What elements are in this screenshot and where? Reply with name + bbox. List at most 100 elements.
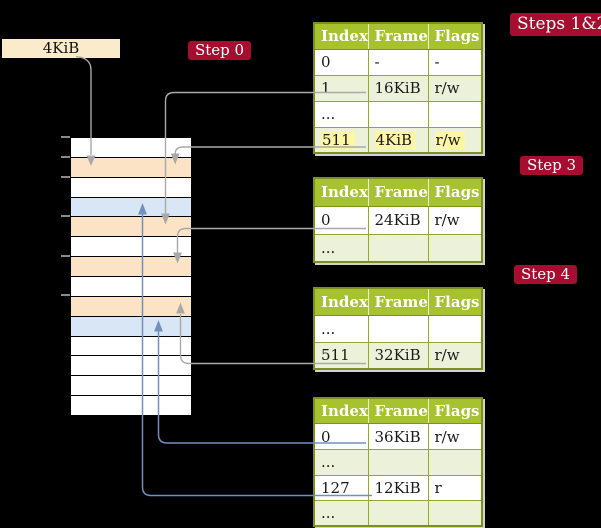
address-tick — [61, 136, 70, 138]
highlighted-value: 4KiB — [374, 130, 417, 149]
table-cell: r/w — [427, 126, 483, 154]
table-cell: 36KiB — [367, 423, 429, 450]
column-header: Index — [314, 288, 368, 316]
memory-cell-blue — [71, 196, 191, 217]
physical-memory-column — [70, 137, 192, 416]
table-cell — [427, 448, 483, 476]
memory-cell-white — [71, 335, 191, 356]
table-cell: 0 — [313, 205, 369, 235]
column-header: Index — [314, 398, 368, 425]
table-row: ... — [313, 314, 483, 343]
table-cell: 4KiB — [367, 126, 429, 154]
table-cell: r/w — [427, 205, 483, 235]
memory-cell-white — [71, 375, 191, 396]
step-label-3: Step 3 — [520, 156, 584, 175]
column-header: Index — [314, 23, 368, 50]
table-cell: r/w — [427, 423, 483, 450]
table-cell: r — [427, 474, 483, 502]
table-cell: 0 — [313, 48, 369, 76]
column-header: Flags — [427, 288, 482, 316]
table-cell: 16KiB — [367, 74, 429, 102]
memory-cell-white — [71, 276, 191, 296]
step-label-1-2: Steps 1&2 — [510, 13, 601, 36]
column-header: Frame — [367, 398, 428, 425]
table-cell: 32KiB — [367, 341, 429, 370]
table-cell: ... — [313, 500, 369, 527]
table-cell: 511 — [313, 341, 369, 370]
table-cell: r/w — [427, 341, 483, 370]
table-cell: 0 — [313, 423, 369, 450]
memory-cell-peach — [71, 216, 191, 237]
table-cell — [427, 314, 483, 343]
table-cell: r/w — [427, 74, 483, 102]
column-header: Flags — [427, 23, 482, 50]
table-row: ... — [313, 500, 483, 527]
memory-cell-peach — [71, 156, 191, 177]
table-cell: 511 — [313, 126, 369, 154]
address-tick — [61, 255, 70, 257]
memory-cell-white — [71, 236, 191, 257]
table-cell — [367, 314, 429, 343]
memory-cell-peach — [71, 295, 191, 316]
column-header: Frame — [367, 178, 428, 207]
memory-cell-blue — [71, 315, 191, 336]
table-cell — [367, 448, 429, 476]
table-cell: ... — [313, 448, 369, 476]
table-cell: - — [367, 48, 429, 76]
table-cell: ... — [313, 100, 369, 128]
table-cell: 24KiB — [367, 205, 429, 235]
column-header: Frame — [367, 288, 428, 316]
table-cell: - — [427, 48, 483, 76]
table-row: 0-- — [313, 48, 483, 76]
memory-cell-white — [71, 176, 191, 197]
table-cell: 12KiB — [367, 474, 429, 502]
column-header: Flags — [427, 178, 482, 207]
table-cell: 1 — [313, 74, 369, 102]
address-tick — [61, 215, 70, 217]
column-header: Flags — [427, 398, 482, 425]
table-row: ... — [313, 448, 483, 476]
highlighted-value: r/w — [434, 130, 465, 149]
table-row: 511 4KiB r/w — [313, 126, 483, 154]
table-cell — [367, 100, 429, 128]
step-label-4: Step 4 — [514, 265, 578, 284]
table-cell: ... — [313, 314, 369, 343]
address-tick — [61, 294, 70, 296]
table-cell — [367, 500, 429, 527]
address-tick — [61, 176, 70, 178]
table-row: ... — [313, 100, 483, 128]
step-label-0: Step 0 — [188, 41, 252, 60]
table-cell: ... — [313, 233, 369, 263]
memory-cell-peach — [71, 256, 191, 277]
frame-address-box: 4KiB — [2, 39, 120, 58]
column-header: Index — [314, 178, 368, 207]
memory-cell-white — [71, 355, 191, 376]
table-cell — [427, 100, 483, 128]
table-cell — [427, 500, 483, 527]
memory-cell-white — [71, 138, 191, 157]
address-tick — [61, 156, 70, 158]
table-cell — [427, 233, 483, 263]
table-cell — [367, 233, 429, 263]
memory-cell-white — [71, 395, 191, 416]
column-header: Frame — [367, 23, 428, 50]
table-row: ... — [313, 233, 483, 263]
